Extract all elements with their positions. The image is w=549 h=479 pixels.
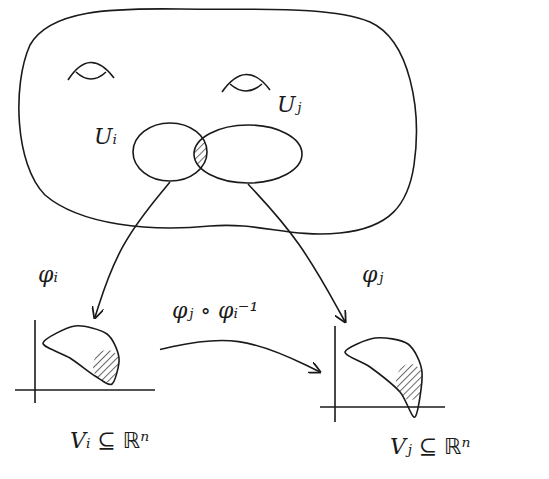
set-label: Vᵢ ⊆ ℝⁿ [70,428,149,454]
set-label: Uᵢ [94,124,117,150]
image-region-outline [345,338,422,417]
node-outline [193,124,303,184]
chart-map-arrow [160,340,320,372]
open-set-outline [194,125,302,183]
set-label: Uⱼ [277,92,301,118]
coordinate-image: Vⱼ ⊆ ℝⁿ [320,322,460,422]
map-label: φᵢ [36,262,60,288]
horizontal-axis [320,406,445,408]
chart-domain-ellipse: Uⱼ [193,124,303,184]
chart-domain-ellipse: Uᵢ [132,122,208,182]
handle-hole [76,72,106,79]
handle-arch [222,74,270,92]
map-label: φⱼ [360,262,385,288]
image-region-outline [43,326,119,385]
node-outline [132,122,208,182]
handle-arch [68,62,114,80]
open-set-outline [133,123,207,181]
map-label: φⱼ ∘ φᵢ⁻¹ [170,298,260,324]
overlap-hatching [194,125,302,183]
coordinate-image: Vᵢ ⊆ ℝⁿ [15,318,160,408]
handle-hole [230,84,262,91]
manifold-outline [19,9,416,234]
horizontal-axis [15,389,155,391]
node-outline [15,318,160,408]
chart-map-arrow [95,182,170,318]
node-outline [320,322,460,422]
set-label: Vⱼ ⊆ ℝⁿ [390,434,470,460]
chart-map-arrow [248,184,345,322]
